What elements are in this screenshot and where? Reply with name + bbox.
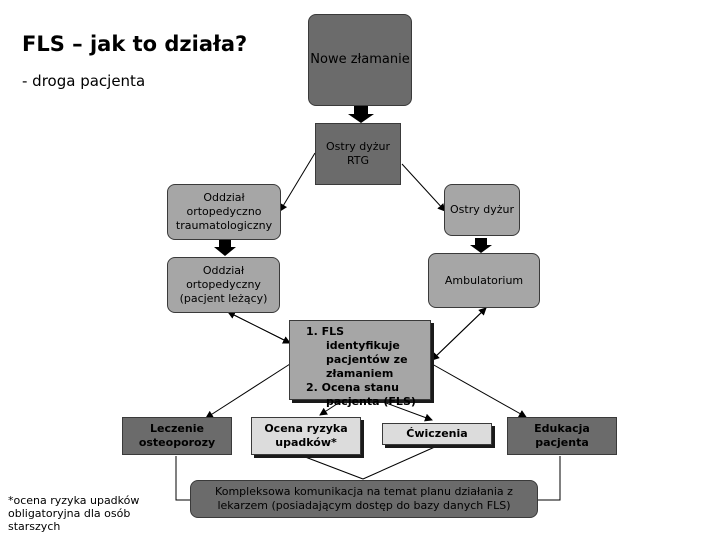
- node-ortho-trauma-ward: Oddział ortopedyczno traumatologiczny: [167, 184, 281, 240]
- node-ortho-ward-inpatient: Oddział ortopedyczny (pacjent leżący): [167, 257, 280, 313]
- arrow-fls-to-education: [431, 363, 527, 418]
- line-exercise-to-comm: [362, 445, 438, 480]
- node-fall-risk: Ocena ryzyka upadków*: [251, 417, 361, 455]
- line-edu-to-comm: [538, 456, 561, 501]
- fls-steps: 1. FLS identyfikuje pacjentów ze złamani…: [290, 321, 430, 411]
- node-osteoporosis-treatment: Leczenie osteoporozy: [122, 417, 232, 455]
- node-emergency-xray: Ostry dyżur RTG: [315, 123, 401, 185]
- block-arrows: [214, 106, 492, 256]
- node-exercises: Ćwiczenia: [382, 423, 492, 445]
- node-fls-assessment: 1. FLS identyfikuje pacjentów ze złamani…: [289, 320, 431, 408]
- line-falls-to-comm: [299, 454, 364, 480]
- node-outpatient-clinic: Ambulatorium: [428, 253, 540, 308]
- arrow-ambulatory-to-fls: [431, 307, 487, 361]
- line-osteo-to-comm: [175, 456, 190, 501]
- footnote: *ocena ryzyka upadków obligatoryjna dla …: [8, 494, 140, 533]
- arrow-fls-to-exercise: [377, 399, 433, 422]
- arrow-fls-to-falls: [319, 399, 344, 416]
- arrow-ward-to-fls: [227, 311, 291, 344]
- node-patient-education: Edukacja pacjenta: [507, 417, 617, 455]
- fls-step-1: 1. FLS identyfikuje pacjentów ze złamani…: [306, 325, 408, 380]
- arrow-fls-to-osteo: [205, 363, 291, 419]
- node-emergency-duty: Ostry dyżur: [444, 184, 520, 236]
- arrow-xray-to-ortho: [279, 152, 316, 212]
- page-subtitle: - droga pacjenta: [22, 72, 146, 90]
- page-title: FLS – jak to działa?: [22, 32, 248, 56]
- arrow-xray-to-duty: [401, 163, 446, 212]
- node-communication: Kompleksowa komunikacja na temat planu d…: [190, 480, 538, 518]
- node-new-fracture: Nowe złamanie: [308, 14, 412, 106]
- fls-step-2: 2. Ocena stanu pacjenta (FLS): [306, 381, 416, 408]
